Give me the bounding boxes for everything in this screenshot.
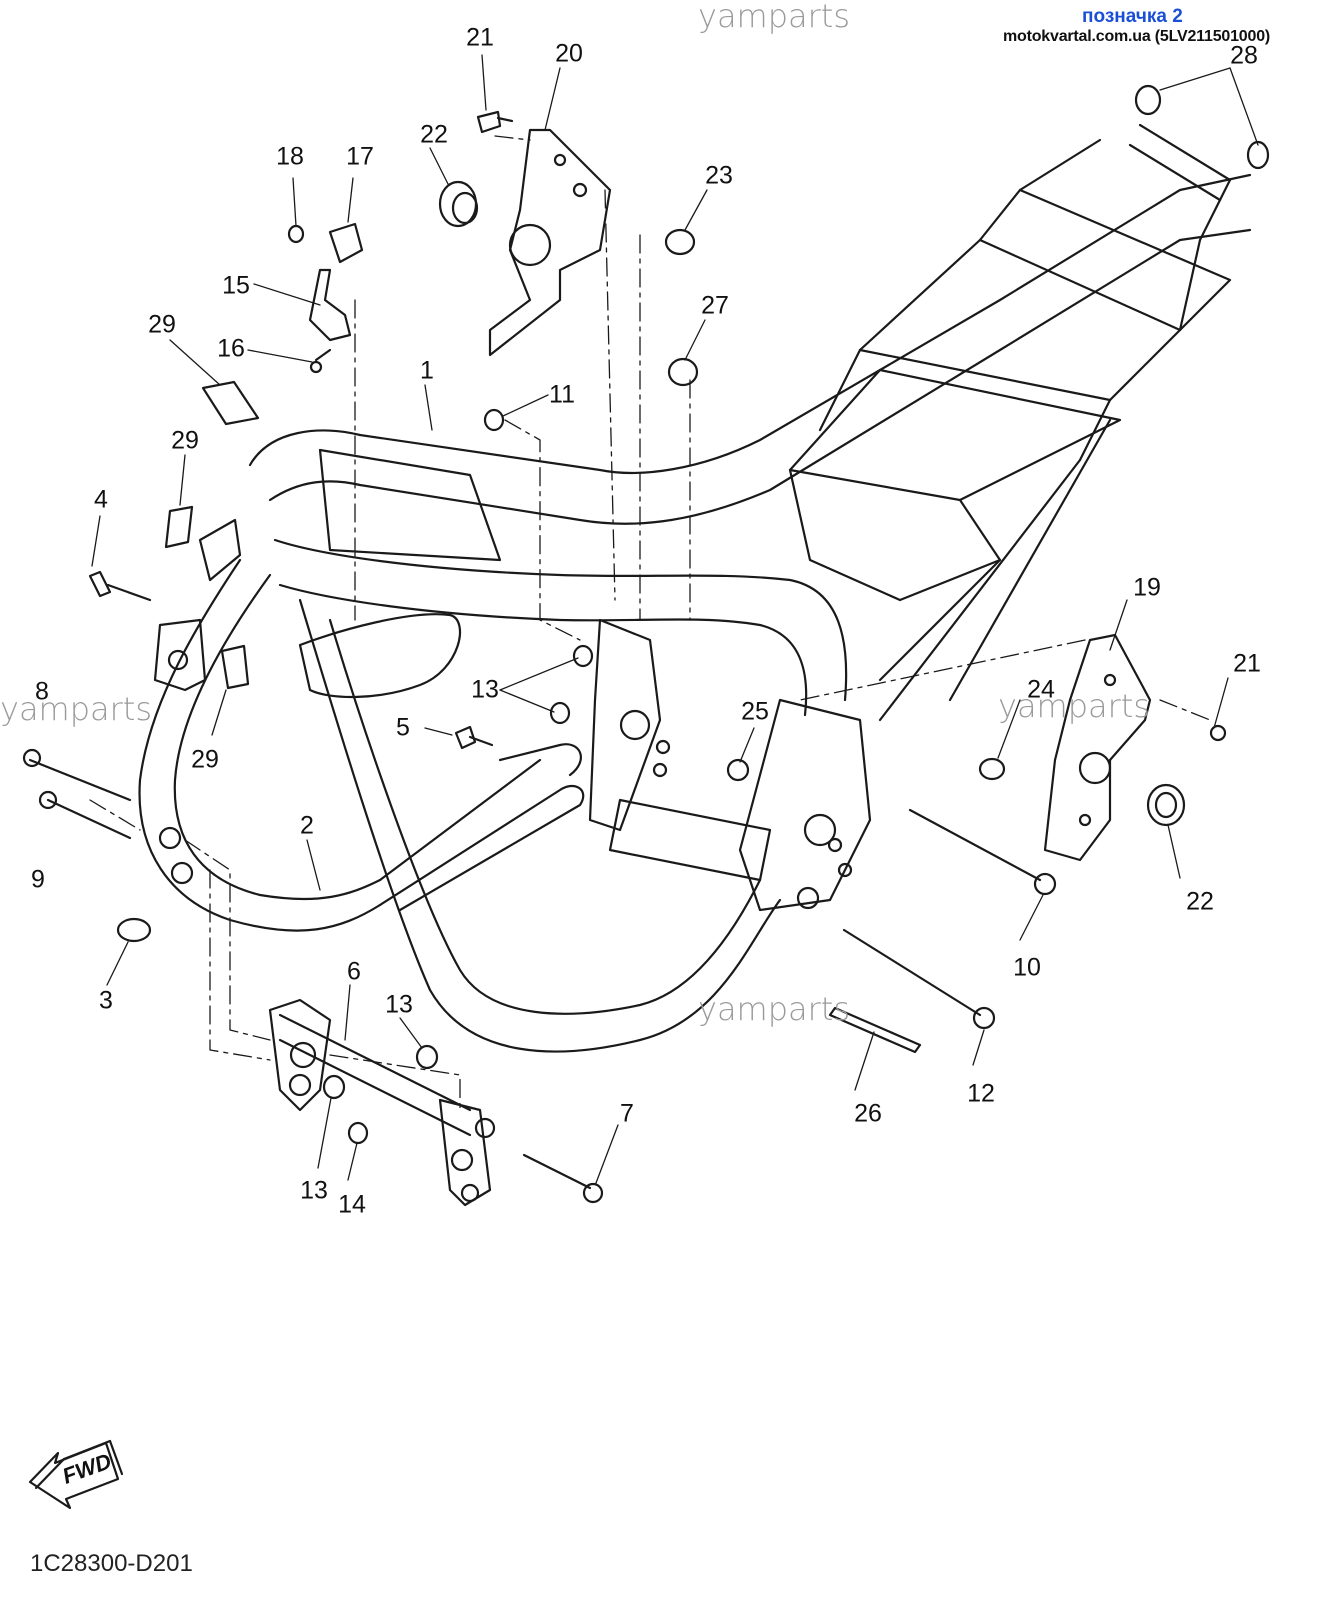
callout-number: 24	[1027, 675, 1055, 704]
source-reference: motokvartal.com.ua (5LV211501000)	[1003, 28, 1271, 45]
callout-number: 9	[31, 865, 45, 894]
callout-number: 21	[1233, 649, 1261, 678]
callout-number: 13	[300, 1176, 328, 1205]
callout-number: 5	[396, 713, 410, 742]
callout-number: 29	[148, 310, 176, 339]
main-frame-upper-tube	[248, 173, 1252, 717]
callout-number: 13	[385, 990, 413, 1019]
callout-number: 22	[420, 120, 448, 149]
callout-number: 13	[471, 675, 499, 704]
callout-number: 11	[549, 380, 575, 409]
callout-number: 2	[300, 811, 314, 840]
callout-number: 19	[1133, 573, 1161, 602]
callout-number: 14	[338, 1190, 366, 1219]
engine-mount-bracket	[268, 998, 496, 1207]
callout-number: 29	[191, 745, 219, 774]
callout-number: 7	[620, 1099, 634, 1128]
watermark-text: yamparts	[698, 990, 851, 1028]
watermark-text: yamparts	[698, 0, 851, 35]
callout-number: 17	[346, 142, 374, 171]
callout-number: 25	[741, 697, 769, 726]
callout-number: 16	[217, 334, 245, 363]
callout-number: 26	[854, 1099, 882, 1128]
hardware-parts	[22, 84, 1270, 1204]
badge-label: позначка 2	[1082, 6, 1183, 27]
callout-number: 6	[347, 957, 361, 986]
fwd-arrow-icon	[28, 1439, 124, 1510]
bracket-part-20	[488, 128, 612, 357]
pivot-plate	[588, 618, 872, 912]
callout-number: 22	[1186, 887, 1214, 916]
callout-number: 3	[99, 986, 113, 1015]
drawing-code: 1C28300-D201	[30, 1550, 193, 1577]
fuel-tank-support	[298, 448, 502, 699]
main-frame-rear-lattice	[788, 123, 1232, 722]
callout-number: 8	[35, 677, 49, 706]
callout-leader-lines	[91, 54, 1259, 1184]
cross-member	[378, 743, 585, 912]
callout-number: 28	[1230, 41, 1258, 70]
callout-number: 1	[420, 356, 434, 385]
callout-number: 10	[1013, 953, 1041, 982]
callout-number: 27	[701, 291, 729, 320]
callout-number: 29	[171, 426, 199, 455]
callout-number: 21	[466, 23, 494, 52]
alignment-dashed-lines	[89, 135, 1211, 1111]
front-down-tubes	[138, 558, 782, 1053]
head-mount-bracket	[153, 518, 242, 692]
callout-number: 20	[555, 39, 583, 68]
watermark-text: yamparts	[998, 687, 1151, 725]
bracket-part-19	[1043, 633, 1152, 862]
watermark-text: yamparts	[0, 690, 153, 728]
callout-number: 15	[222, 271, 250, 300]
callout-number: 4	[94, 485, 108, 514]
callout-number: 12	[967, 1079, 995, 1108]
callout-number: 23	[705, 161, 733, 190]
callout-number: 18	[276, 142, 304, 171]
